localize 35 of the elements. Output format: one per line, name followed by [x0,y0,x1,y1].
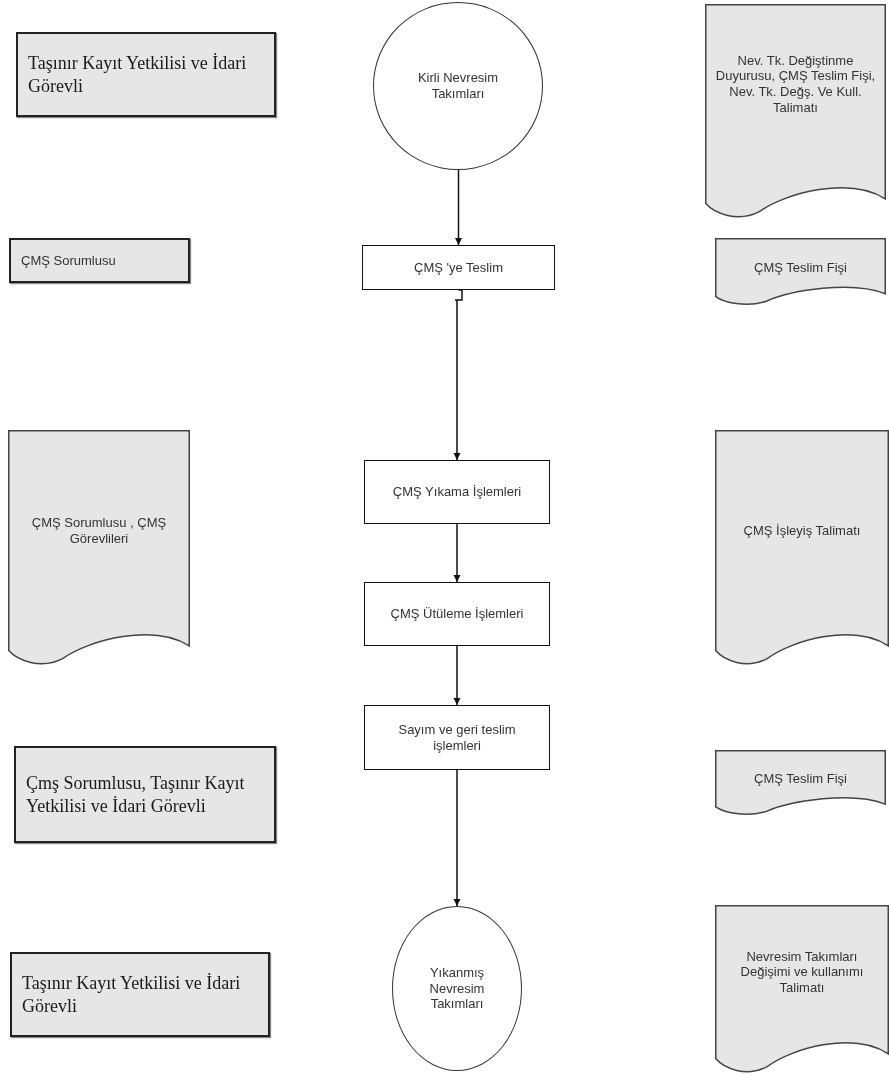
document-shape [715,430,889,665]
role-box [16,32,276,117]
node-text: Nev. Tk. Değiştinme Duyurusu, ÇMŞ Teslim Fişi, Nev. Tk. Değş. Ve Kull. Talimatı [714,52,877,116]
role-box [10,952,270,1037]
arrow [453,523,461,583]
arrow [453,769,461,907]
node-text: ÇMŞ Sorumlusu [21,252,116,269]
document-shape [8,430,190,665]
node-text: ÇMŞ 'ye Teslim [414,259,503,276]
process-box [364,460,550,524]
node-text: ÇMŞ Sorumlusu , ÇMŞ Görevlileri [30,514,168,547]
node-text: ÇMŞ Teslim Fişi [754,770,847,787]
arrow [455,169,462,246]
node-text: Sayım ve geri teslim işlemleri [397,721,517,754]
node-text: Yıkanmış Nevresim Takımları [428,965,486,1012]
document-shape [715,905,889,1073]
process-box [362,245,555,290]
node-text: ÇMŞ İşleyiş Talimatı [743,522,861,539]
node-text: Kirli Nevresim Takımları [416,70,500,102]
node-text: ÇMŞ Teslim Fişi [754,259,847,276]
node-text: Nevresim Takımları Değişimi ve kullanımı Talimatı [739,948,865,996]
arrow [453,289,463,461]
document-shape [715,750,886,815]
role-box [9,238,190,283]
node-text: Taşınır Kayıt Yetkilisi ve İdari Görevli [28,52,248,97]
node-text: Taşınır Kayıt Yetkilisi ve İdari Görevli [22,972,242,1017]
process-box [364,705,550,770]
node-text: ÇMŞ Ütüleme İşlemleri [390,606,524,622]
node-text: ÇMŞ Yıkama İşlemleri [392,484,522,500]
arrow [453,645,461,706]
node-text: Çmş Sorumlusu, Taşınır Kayıt Yetkilisi ve İdari Görevli [26,772,246,817]
process-box [364,582,550,646]
document-shape [715,238,886,305]
role-box [14,746,276,843]
document-shape [705,4,886,218]
